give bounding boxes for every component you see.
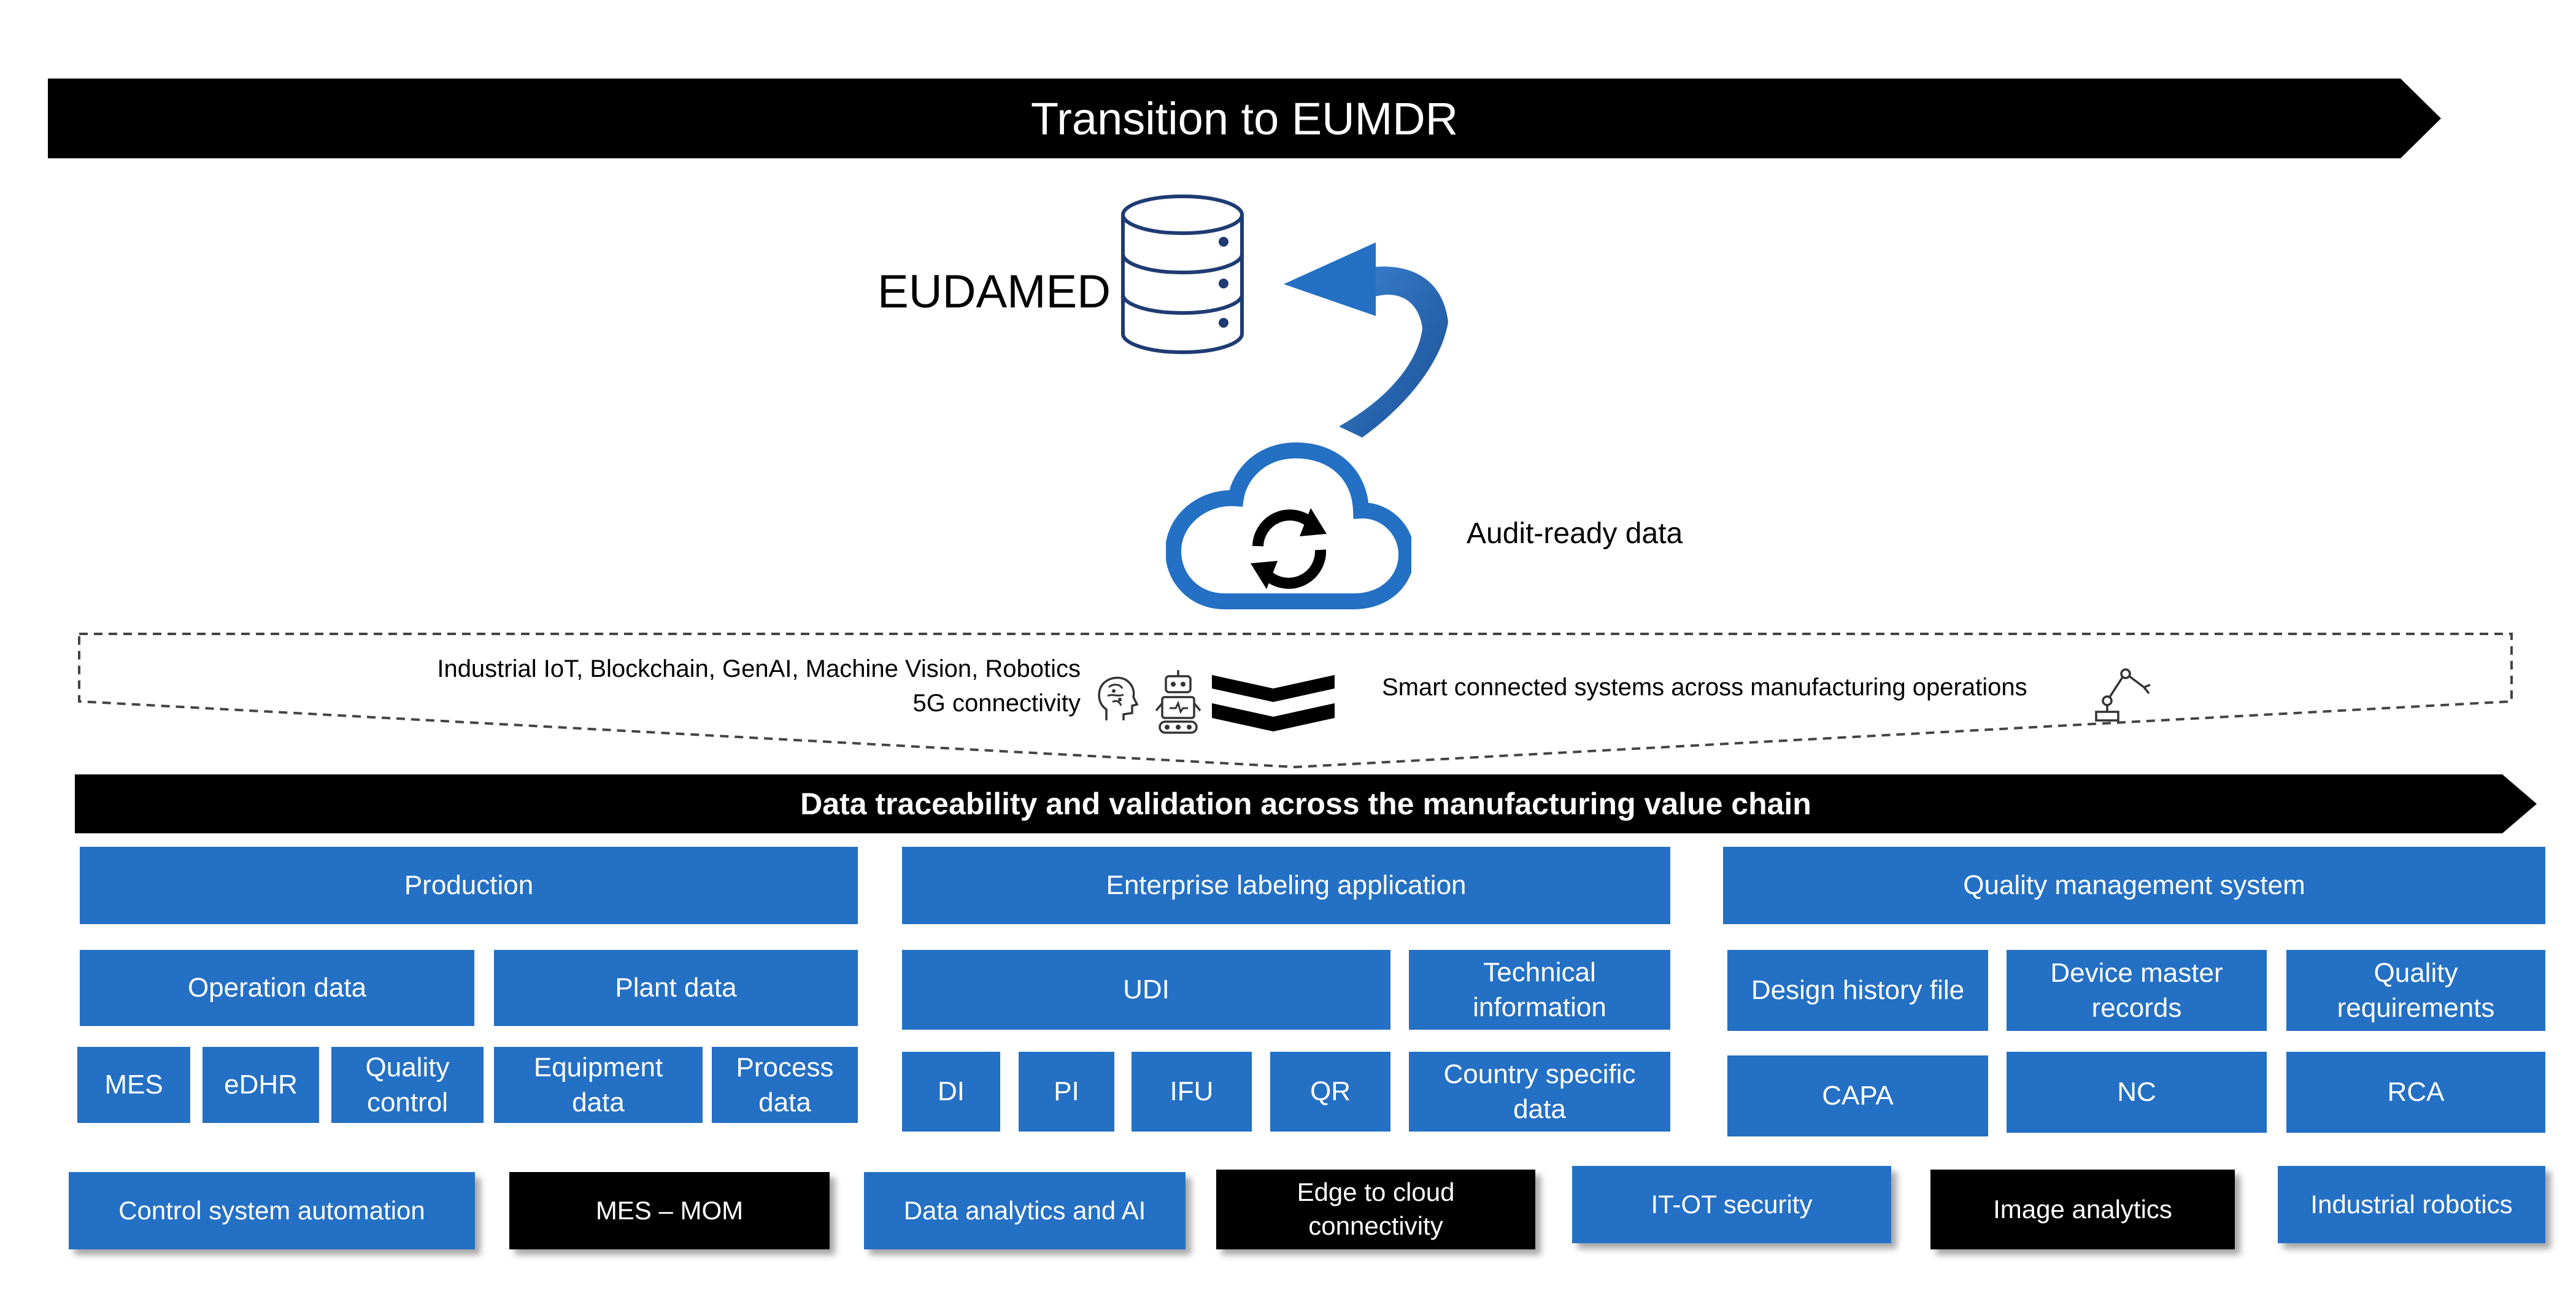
- banner-mid-title: Data traceability and validation across …: [800, 787, 1811, 821]
- pi-box: PI: [1019, 1052, 1114, 1132]
- qms-header: Quality management system: [1723, 847, 2545, 924]
- mes-mom-box: MES – MOM: [509, 1172, 830, 1249]
- udi-box: UDI: [902, 950, 1390, 1030]
- di-box: DI: [902, 1052, 1000, 1132]
- enablers-left-line1: Industrial IoT, Blockchain, GenAI, Machi…: [437, 655, 1081, 682]
- double-chevron-down-icon: [1212, 675, 1335, 731]
- country-specific-data-box: Country specific data: [1409, 1052, 1670, 1132]
- nc-box: NC: [2007, 1052, 2267, 1133]
- operation-data-box: Operation data: [80, 950, 474, 1026]
- audit-ready-label: Audit-ready data: [1467, 517, 1683, 550]
- control-system-automation-box: Control system automation: [69, 1172, 475, 1249]
- quality-control-box: Quality control: [331, 1047, 484, 1123]
- design-history-file-box: Design history file: [1727, 950, 1988, 1031]
- edhr-box: eDHR: [202, 1047, 319, 1123]
- ai-head-icon: [1098, 676, 1139, 720]
- database-icon: [1121, 195, 1244, 354]
- ifu-box: IFU: [1132, 1052, 1252, 1132]
- quality-requirements-box: Quality requirements: [2286, 950, 2545, 1031]
- device-master-records-box: Device master records: [2007, 950, 2267, 1031]
- image-analytics-box: Image analytics: [1930, 1170, 2235, 1249]
- plant-data-box: Plant data: [494, 950, 858, 1026]
- banner-title: Transition to EUMDR: [1030, 93, 1459, 144]
- process-data-box: Process data: [712, 1047, 858, 1123]
- curved-arrow-icon: [1284, 242, 1448, 438]
- robot-icon: [1155, 670, 1201, 734]
- mes-box: MES: [77, 1047, 190, 1123]
- banner-transition-eumdr: Transition to EUMDR: [48, 79, 2441, 158]
- banner-data-traceability: Data traceability and validation across …: [75, 774, 2537, 833]
- qr-box: QR: [1270, 1052, 1390, 1132]
- edge-to-cloud-box: Edge to cloud connectivity: [1216, 1170, 1535, 1249]
- enablers-right-text: Smart connected systems across manufactu…: [1382, 674, 2027, 701]
- technical-information-box: Technical information: [1409, 950, 1670, 1030]
- data-analytics-ai-box: Data analytics and AI: [864, 1172, 1186, 1249]
- production-header: Production: [80, 847, 858, 924]
- industrial-robotics-box: Industrial robotics: [2278, 1166, 2545, 1243]
- enablers-left-line2: 5G connectivity: [912, 690, 1081, 717]
- eudamed-label: EUDAMED: [877, 266, 1111, 318]
- equipment-data-box: Equipment data: [494, 1047, 703, 1123]
- capa-box: CAPA: [1727, 1055, 1988, 1136]
- it-ot-security-box: IT-OT security: [1572, 1166, 1891, 1243]
- enablers-dashed-chevron: [78, 633, 2513, 769]
- robotic-arm-icon: [2095, 668, 2151, 722]
- rca-box: RCA: [2286, 1052, 2545, 1133]
- cloud-sync-icon: [1166, 442, 1411, 609]
- labeling-header: Enterprise labeling application: [902, 847, 1670, 924]
